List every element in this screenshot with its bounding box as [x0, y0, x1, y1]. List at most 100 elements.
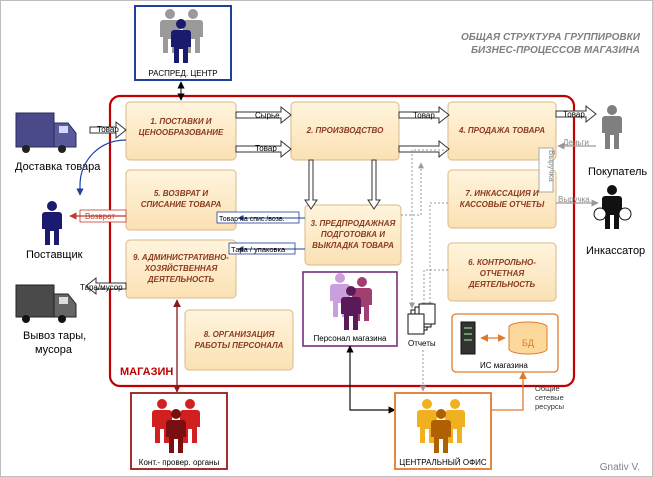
process-2[interactable]: 2. ПРОИЗВОДСТВО — [290, 101, 400, 161]
process-4-line1: 4. ПРОДАЖА ТОВАРА — [458, 126, 545, 135]
flow-tovar-out-label: Товар — [563, 110, 585, 119]
process-9-line3: ДЕЯТЕЛЬНОСТЬ — [147, 275, 215, 284]
process-9[interactable]: 9. АДМИНИСТРАТИВНО- ХОЗЯЙСТВЕННАЯ ДЕЯТЕЛ… — [125, 239, 237, 299]
distribution-center-label: РАСПРЕД. ЦЕНТР — [148, 69, 217, 78]
process-3-line1: 3. ПРЕДПРОДАЖНАЯ — [311, 219, 396, 228]
store-staff-label: Персонал магазина — [314, 334, 388, 343]
process-6-box — [447, 242, 557, 302]
flow-reports-dotted-3 — [421, 269, 448, 309]
process-5-line2: СПИСАНИЕ ТОВАРА — [141, 200, 222, 209]
flow-dengi: Деньги — [557, 138, 596, 150]
collector-label: Инкассатор — [586, 245, 645, 257]
flow-tara-musor: Тара/мусор — [80, 276, 127, 296]
process-1[interactable]: 1. ПОСТАВКИ И ЦЕНООБРАЗОВАНИЕ — [125, 101, 237, 161]
process-3-line3: ВЫКЛАДКА ТОВАРА — [312, 241, 394, 250]
process-1-box — [125, 101, 237, 161]
author-credit: Gnativ V. — [600, 462, 640, 473]
db-label: БД — [522, 338, 534, 348]
delivery-truck-icon — [15, 112, 77, 153]
flow-vozvrat-label: Возврат — [85, 212, 115, 221]
process-7-line1: 7. ИНКАССАЦИЯ И — [465, 189, 538, 198]
supplier-label: Поставщик — [26, 249, 83, 261]
buyer-label: Покупатель — [588, 166, 647, 178]
flow-vyruchka-vertical: Выручка — [538, 147, 556, 193]
process-3-line2: ПОДГОТОВКА И — [321, 230, 385, 239]
shared-resources-line3: ресурсы — [535, 402, 564, 411]
diagram-title-line2: БИЗНЕС-ПРОЦЕССОВ МАГАЗИНА — [471, 45, 640, 56]
process-7-line2: КАССОВЫЕ ОТЧЕТЫ — [460, 200, 545, 209]
process-7-box — [447, 169, 557, 229]
process-2-line1: 2. ПРОИЗВОДСТВО — [306, 126, 385, 135]
shared-resources-line1: Общие — [535, 384, 560, 393]
flow-tovar-in: Товар — [89, 120, 127, 140]
flow-tovar-1-2-label: Товар — [255, 144, 277, 153]
process-2-box — [290, 101, 400, 161]
process-5-line1: 5. ВОЗВРАТ И — [154, 189, 209, 198]
flow-syrye-label: Сырье — [255, 111, 280, 120]
process-1-line2: ЦЕНООБРАЗОВАНИЕ — [139, 128, 224, 137]
process-9-box — [125, 239, 237, 299]
flow-reports-dotted-2 — [427, 202, 448, 309]
diagram-title-line1: ОБЩАЯ СТРУКТУРА ГРУППИРОВКИ — [461, 32, 641, 43]
flow-vyruchka-out: Выручка — [556, 195, 599, 207]
store-staff[interactable]: Персонал магазина — [302, 271, 398, 347]
flow-tara-upakovka-label: Тара / упаковка — [231, 245, 286, 254]
process-5-box — [125, 169, 237, 231]
central-office[interactable]: ЦЕНТРАЛЬНЫЙ ОФИС — [394, 392, 492, 470]
buyer-person-icon — [602, 105, 622, 149]
server-icon — [460, 321, 476, 355]
flow-tovar-out: Товар — [555, 104, 597, 124]
is-store[interactable]: БД ИС магазина — [451, 313, 559, 373]
flow-2-4-lower — [398, 139, 450, 159]
control-bodies[interactable]: Конт.- провер. органы — [130, 392, 228, 470]
process-3-box — [304, 204, 402, 266]
flow-2-3 — [304, 159, 381, 210]
process-6-line1: 6. КОНТРОЛЬНО- — [468, 258, 536, 267]
central-office-label: ЦЕНТРАЛЬНЫЙ ОФИС — [399, 458, 487, 467]
flow-vyruchka-v-label: Выручка — [547, 150, 556, 182]
collector-icon — [593, 185, 632, 229]
flow-tara-upakovka: Тара / упаковка — [228, 242, 305, 255]
flow-tovar-2-4: Товар — [398, 105, 450, 125]
store-label: МАГАЗИН — [120, 366, 173, 378]
process-8-box — [184, 309, 294, 371]
reports-icon[interactable] — [407, 303, 436, 335]
waste-label-line2: мусора — [35, 344, 73, 356]
delivery-label: Доставка товара — [15, 161, 101, 173]
process-9-line1: 9. АДМИНИСТРАТИВНО- — [133, 253, 229, 262]
process-6-line2: ОТЧЕТНАЯ — [480, 269, 525, 278]
process-9-line2: ХОЗЯЙСТВЕННАЯ — [144, 264, 218, 273]
flow-staff-office — [346, 345, 396, 414]
flow-3-4-dotted — [401, 162, 424, 216]
store-boundary — [108, 94, 576, 388]
is-store-label: ИС магазина — [480, 361, 528, 370]
waste-truck-icon — [15, 284, 77, 323]
process-5[interactable]: 5. ВОЗВРАТ И СПИСАНИЕ ТОВАРА — [125, 169, 237, 231]
flow-vyruchka-out-label: Выручка — [558, 195, 590, 204]
flow-1-supplier — [76, 139, 127, 196]
database-icon: БД — [508, 321, 548, 355]
reports-label: Отчеты — [408, 339, 436, 348]
flow-vozvrat: Возврат — [69, 209, 127, 223]
process-6-line3: ДЕЯТЕЛЬНОСТЬ — [468, 280, 536, 289]
flow-tovar-2-4-label: Товар — [413, 111, 435, 120]
shared-resources-line2: сетевые — [535, 393, 564, 402]
process-8-line1: 8. ОРГАНИЗАЦИЯ — [204, 330, 275, 339]
process-4[interactable]: 4. ПРОДАЖА ТОВАРА — [447, 101, 557, 161]
process-1-line1: 1. ПОСТАВКИ И — [150, 117, 211, 126]
distribution-center[interactable]: РАСПРЕД. ЦЕНТР — [134, 5, 232, 81]
process-3[interactable]: 3. ПРЕДПРОДАЖНАЯ ПОДГОТОВКА И ВЫКЛАДКА Т… — [304, 204, 402, 266]
flow-tovar-1-2: Товар — [235, 139, 292, 159]
waste-label-line1: Вывоз тары, — [23, 330, 86, 342]
process-4-box — [447, 101, 557, 161]
process-7[interactable]: 7. ИНКАССАЦИЯ И КАССОВЫЕ ОТЧЕТЫ — [447, 169, 557, 229]
flow-reports-dotted-1 — [409, 149, 448, 309]
flow-tara-musor-label: Тара/мусор — [80, 283, 123, 292]
flow-tovar-spis-label: Товар на спис./возв. — [219, 216, 285, 223]
flow-tovar-spis: Товар на спис./возв. — [216, 211, 305, 224]
flow-dengi-label: Деньги — [563, 138, 589, 147]
process-6[interactable]: 6. КОНТРОЛЬНО- ОТЧЕТНАЯ ДЕЯТЕЛЬНОСТЬ — [447, 242, 557, 302]
flow-syrye: Сырье — [235, 105, 292, 125]
process-8[interactable]: 8. ОРГАНИЗАЦИЯ РАБОТЫ ПЕРСОНАЛА — [184, 309, 294, 371]
